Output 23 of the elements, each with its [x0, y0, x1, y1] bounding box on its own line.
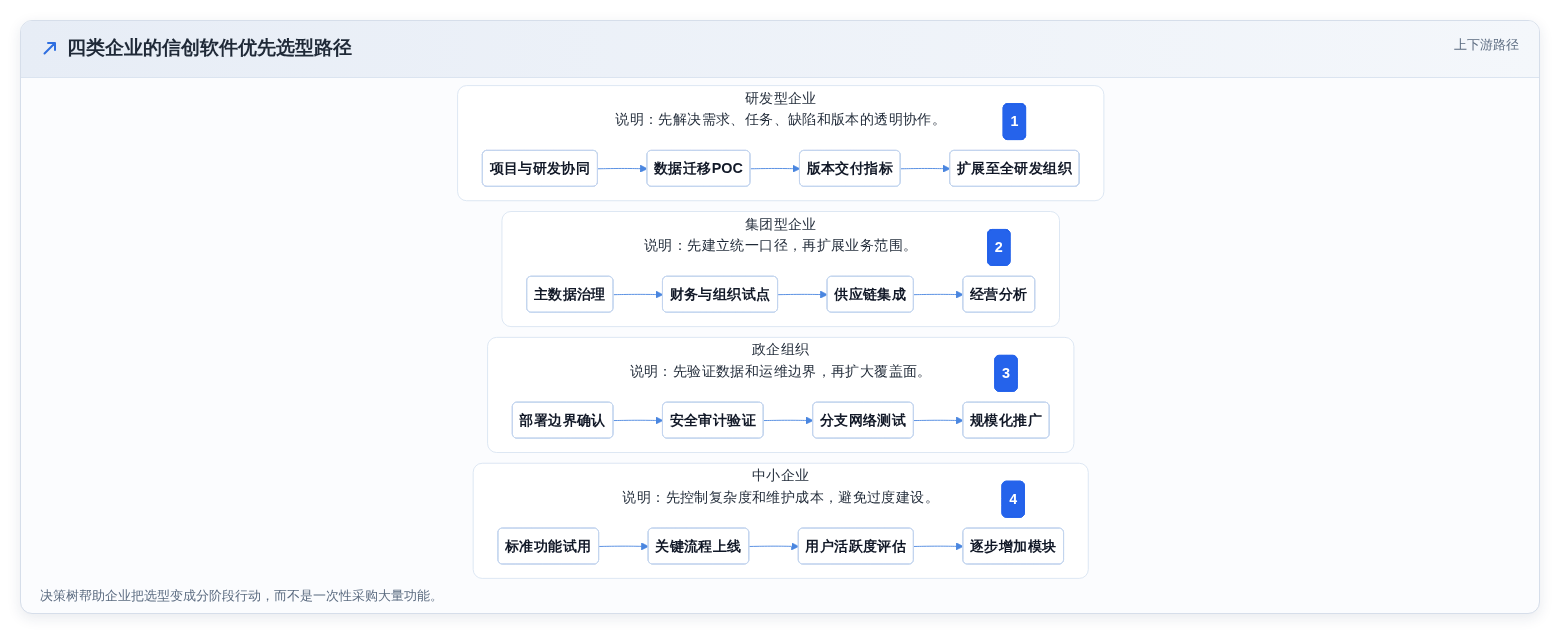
diagram-title: 四类企业的信创软件优先选型路径 — [67, 36, 352, 60]
step-box: 逐步增加模块 — [962, 527, 1065, 565]
step-box: 经营分析 — [962, 275, 1036, 313]
step-box: 分支网络测试 — [812, 401, 915, 439]
number-badge: 3 — [994, 354, 1018, 392]
step-box: 供应链集成 — [826, 275, 915, 313]
step-box: 用户活跃度评估 — [798, 527, 915, 565]
step-box: 版本交付指标 — [799, 149, 901, 187]
number-badge: 2 — [987, 229, 1011, 266]
step-box: 项目与研发协同 — [482, 149, 599, 187]
step-box: 部署边界确认 — [512, 401, 614, 439]
step-box: 安全审计验证 — [662, 401, 764, 439]
step-box: 财务与组织试点 — [662, 275, 779, 313]
step-box: 规模化推广 — [962, 401, 1050, 439]
step-box: 数据迁移POC — [646, 149, 751, 187]
caption: 决策树帮助企业把选型变成分阶段行动，而不是一次性采购大量功能。 — [40, 587, 443, 605]
number-badge: 1 — [1003, 103, 1027, 140]
step-box: 关键流程上线 — [647, 527, 750, 565]
step-box: 主数据治理 — [526, 275, 614, 313]
step-box: 标准功能试用 — [497, 527, 600, 565]
step-box: 扩展至全研发组织 — [949, 149, 1080, 187]
header-label: 上下游路径 — [1454, 36, 1519, 54]
number-badge: 4 — [1001, 480, 1026, 518]
